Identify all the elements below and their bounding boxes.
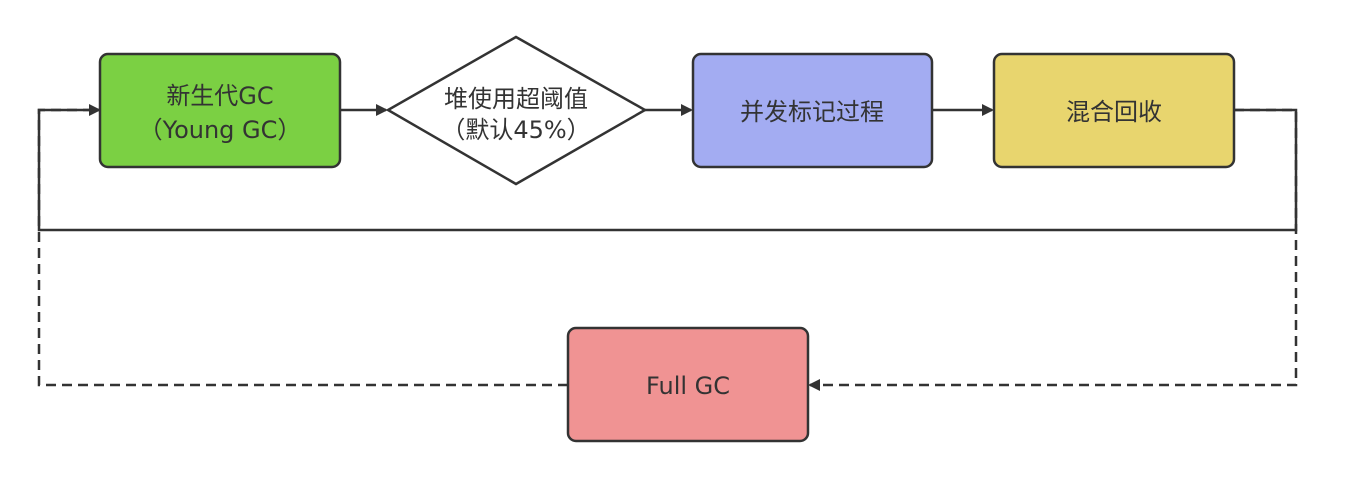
- node-concurrent-mark[interactable]: 并发标记过程: [691, 52, 934, 169]
- node-young-gc[interactable]: 新生代GC （Young GC）: [98, 52, 342, 169]
- node-full-gc[interactable]: Full GC: [566, 326, 810, 443]
- full-gc-box: [566, 326, 810, 443]
- mixed-gc-label: 混合回收: [1066, 98, 1162, 126]
- young-gc-label-line2: （Young GC）: [139, 116, 302, 144]
- young-gc-box: [98, 52, 342, 169]
- full-gc-label: Full GC: [646, 372, 730, 400]
- edge-fullgc-to-young-dashed: [37, 108, 568, 387]
- edge-mixed-to-fullgc-dashed: [808, 108, 1298, 391]
- threshold-label-line1: 堆使用超阈值: [444, 85, 588, 113]
- concurrent-mark-box: [691, 52, 934, 169]
- node-threshold-decision[interactable]: 堆使用超阈值 （默认45%）: [385, 35, 648, 186]
- threshold-diamond: [385, 35, 648, 186]
- young-gc-label-line1: 新生代GC: [166, 82, 273, 110]
- node-mixed-gc[interactable]: 混合回收: [992, 52, 1236, 169]
- mixed-gc-box: [992, 52, 1236, 169]
- threshold-label-line2: （默认45%）: [441, 116, 590, 144]
- concurrent-mark-label: 并发标记过程: [740, 98, 884, 126]
